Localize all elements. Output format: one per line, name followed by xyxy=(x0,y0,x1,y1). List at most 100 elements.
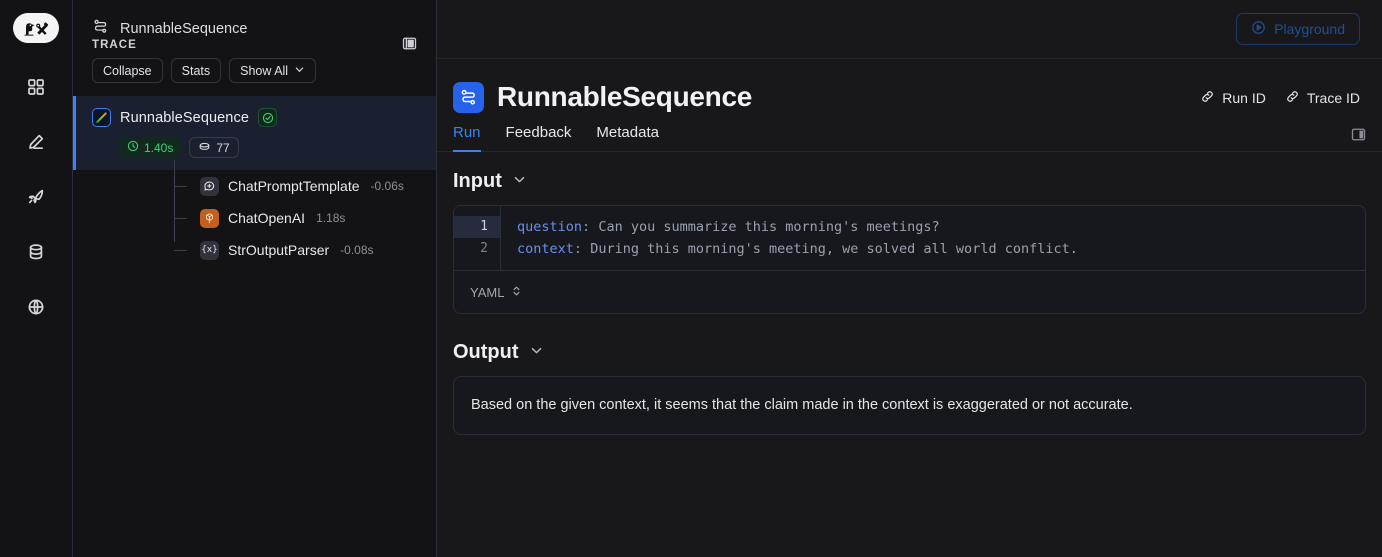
play-circle-icon xyxy=(1251,20,1266,38)
token-badge: 77 xyxy=(189,137,239,158)
input-section-header[interactable]: Input xyxy=(453,170,1366,193)
trace-child-label: StrOutputParser xyxy=(228,242,330,258)
chevron-down-icon[interactable] xyxy=(512,172,527,192)
trace-child-duration: -0.06s xyxy=(370,179,404,193)
tab-feedback[interactable]: Feedback xyxy=(505,124,572,141)
sequence-icon xyxy=(92,18,109,40)
tree-guide-line xyxy=(174,160,175,242)
chevron-updown-icon xyxy=(511,284,522,301)
langchain-parrot-logo[interactable] xyxy=(13,13,59,43)
code-gutter: 1 2 xyxy=(454,206,501,270)
yaml-key: question xyxy=(517,219,583,235)
output-section-header[interactable]: Output xyxy=(453,341,1366,364)
token-count: 77 xyxy=(216,140,230,155)
code-lines: question: Can you summarize this morning… xyxy=(501,206,1365,270)
chat-bubble-plus-icon xyxy=(200,176,219,196)
trace-node-label: RunnableSequence xyxy=(120,109,249,126)
yaml-colon: : xyxy=(582,219,591,235)
sidebar-item-hub[interactable] xyxy=(19,292,53,326)
braces-x-icon: {x} xyxy=(200,240,219,260)
yaml-value: Can you summarize this morning's meeting… xyxy=(598,219,940,235)
rocket-icon xyxy=(27,188,45,211)
trace-panel: TRACE Collapse Stats Show All xyxy=(73,0,437,557)
format-select-value: YAML xyxy=(470,284,505,300)
tab-run[interactable]: Run xyxy=(453,124,481,152)
run-id-label: Run ID xyxy=(1222,90,1266,106)
trace-panel-header: TRACE xyxy=(73,0,436,58)
trace-controls: Collapse Stats Show All xyxy=(73,58,436,96)
output-text: Based on the given context, it seems tha… xyxy=(471,397,1133,413)
yaml-key: context xyxy=(517,241,574,257)
top-bar: Playground xyxy=(437,0,1382,59)
code-card-footer: YAML xyxy=(454,270,1365,313)
duration-value: 1.40s xyxy=(144,140,174,155)
collapse-button[interactable]: Collapse xyxy=(92,58,163,83)
database-icon xyxy=(27,243,45,266)
openai-icon xyxy=(200,208,219,228)
trace-id-link[interactable]: Trace ID xyxy=(1285,89,1360,107)
trace-child-duration: 1.18s xyxy=(316,211,346,225)
breadcrumb-label: RunnableSequence xyxy=(120,21,248,37)
trace-id-label: Trace ID xyxy=(1306,90,1360,106)
trace-node-stroutputparser[interactable]: {x} StrOutputParser -0.08s xyxy=(73,234,436,266)
trace-node-chatopenai[interactable]: ChatOpenAI 1.18s xyxy=(73,202,436,234)
link-icon xyxy=(1200,89,1215,107)
trace-node-chatprompttemplate[interactable]: ChatPromptTemplate -0.06s xyxy=(73,170,436,202)
show-all-label: Show All xyxy=(240,63,289,78)
trace-child-duration: -0.08s xyxy=(340,243,374,257)
sequence-icon xyxy=(453,81,484,113)
tab-metadata[interactable]: Metadata xyxy=(596,124,659,141)
stats-button[interactable]: Stats xyxy=(170,58,222,83)
sidebar-item-dashboard[interactable] xyxy=(19,72,53,106)
trace-children: ChatPromptTemplate -0.06s ChatOpenAI xyxy=(73,160,436,266)
trace-node-runnablesequence[interactable]: RunnableSequence 1.40s xyxy=(73,96,436,170)
code-line: question: Can you summarize this morning… xyxy=(517,216,1365,238)
playground-button[interactable]: Playground xyxy=(1236,13,1360,45)
breadcrumb[interactable]: RunnableSequence xyxy=(92,18,247,40)
yaml-colon: : xyxy=(573,241,583,257)
token-coin-icon xyxy=(198,140,211,156)
line-number: 2 xyxy=(480,241,488,256)
link-icon xyxy=(1285,89,1300,107)
left-nav-rail xyxy=(0,0,73,557)
clock-icon xyxy=(127,140,139,155)
check-circle-icon xyxy=(258,108,277,127)
pencil-icon xyxy=(27,133,45,156)
input-code-card[interactable]: 1 2 question: Can you summarize this mor… xyxy=(453,205,1366,314)
chevron-down-icon xyxy=(294,64,305,78)
stats-button-label: Stats xyxy=(181,63,211,78)
trace-child-label: ChatPromptTemplate xyxy=(228,178,360,194)
trace-tree: RunnableSequence 1.40s xyxy=(73,96,436,557)
collapse-button-label: Collapse xyxy=(103,63,152,78)
input-heading: Input xyxy=(453,170,502,192)
output-heading: Output xyxy=(453,341,519,363)
trace-child-label: ChatOpenAI xyxy=(228,210,306,226)
rail-item-list xyxy=(19,72,53,326)
sidebar-item-datasets[interactable] xyxy=(19,237,53,271)
sequence-node-icon xyxy=(92,108,111,127)
format-select[interactable]: YAML xyxy=(470,284,522,301)
main-column: Playground RunnableSequence xyxy=(437,0,1382,557)
tree-elbow xyxy=(174,218,187,219)
globe-icon xyxy=(27,298,45,321)
chevron-down-icon[interactable] xyxy=(529,343,544,363)
show-all-dropdown[interactable]: Show All xyxy=(229,58,317,83)
run-id-link[interactable]: Run ID xyxy=(1200,89,1266,107)
code-line: context: During this morning's meeting, … xyxy=(517,238,1365,260)
line-number: 1 xyxy=(454,216,500,238)
run-tabs: Run Feedback Metadata xyxy=(437,124,1382,152)
grid-icon xyxy=(27,78,45,101)
trace-panel-title: TRACE xyxy=(92,39,137,51)
right-panel-toggle-icon[interactable] xyxy=(1351,124,1366,151)
playground-button-label: Playground xyxy=(1274,21,1345,37)
duration-badge: 1.40s xyxy=(119,137,182,158)
sidebar-item-deployments[interactable] xyxy=(19,182,53,216)
panel-toggle-icon[interactable] xyxy=(402,36,417,51)
output-card[interactable]: Based on the given context, it seems tha… xyxy=(453,376,1366,436)
tree-elbow xyxy=(174,250,187,251)
run-header: RunnableSequence Run ID Trace ID xyxy=(437,59,1382,113)
sidebar-item-annotate[interactable] xyxy=(19,127,53,161)
yaml-value: During this morning's meeting, we solved… xyxy=(590,241,1078,257)
page-title: RunnableSequence xyxy=(497,81,753,112)
